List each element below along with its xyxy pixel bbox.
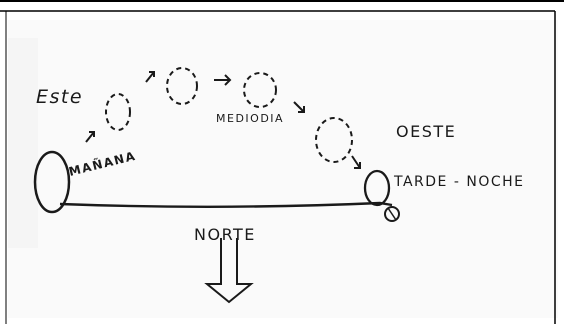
west-label: OESTE — [396, 122, 456, 141]
arrow-1-icon — [85, 131, 95, 143]
arrow-4-head-icon — [298, 106, 305, 113]
north-arrow-icon — [204, 238, 254, 304]
north-label: NORTE — [194, 225, 256, 244]
setting-sun-small-circle-icon — [384, 206, 400, 222]
east-label: Este — [36, 86, 83, 108]
sun-position-1-icon — [105, 93, 131, 131]
arrow-1-head-icon — [89, 131, 95, 137]
sun-position-4-icon — [315, 117, 353, 163]
paper-smudge — [8, 38, 38, 248]
noon-label: MEDIODIA — [216, 112, 284, 125]
arrow-2-icon — [145, 71, 155, 83]
evening-label: TARDE - NOCHE — [393, 174, 525, 190]
horizon-line — [59, 201, 393, 208]
arrow-2-head-icon — [149, 71, 155, 77]
setting-sun-hatch-icon — [387, 207, 397, 221]
sun-position-2-icon — [166, 67, 198, 105]
rising-sun-icon — [33, 150, 71, 214]
sun-position-3-icon — [243, 72, 277, 108]
arrow-3-head-icon — [224, 74, 232, 86]
paper-background — [8, 20, 558, 318]
arrow-5-head-icon — [354, 162, 361, 169]
setting-sun-icon — [363, 169, 391, 207]
arrow-4-icon — [293, 101, 305, 113]
path-arrows — [85, 71, 361, 169]
arrow-5-icon — [351, 155, 361, 169]
